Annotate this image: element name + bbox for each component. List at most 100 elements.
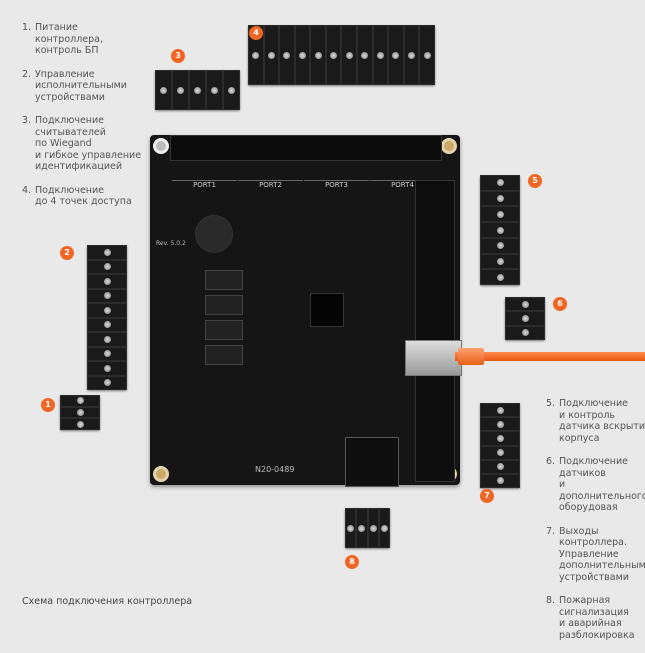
- terminal: [87, 303, 127, 318]
- terminal: [505, 311, 545, 326]
- screw-icon: [347, 524, 355, 532]
- legend-text: Выходы контроллера. Управление дополните…: [559, 525, 645, 583]
- terminal: [480, 473, 520, 489]
- screw-icon: [267, 51, 275, 59]
- relay: [205, 295, 243, 315]
- legend-text: Подключение датчиков и дополнительного о…: [559, 456, 645, 513]
- terminal: [480, 222, 520, 238]
- mount-hole: [153, 466, 169, 482]
- terminal: [505, 325, 545, 340]
- legend-text: Пожарная сигнализация и аварийная разбло…: [559, 595, 635, 641]
- terminal: [87, 274, 127, 289]
- screw-icon: [76, 397, 84, 405]
- legend-number: 4.: [22, 184, 32, 196]
- screw-icon: [496, 477, 504, 485]
- legend-right: 5.Подключение и контроль датчика вскрыти…: [546, 398, 645, 653]
- header-connectors: [170, 135, 442, 161]
- badge-7: 7: [480, 489, 494, 503]
- terminal: [189, 70, 206, 110]
- port-label: PORT1: [172, 180, 237, 189]
- screw-icon: [521, 329, 529, 337]
- screw-icon: [76, 420, 84, 428]
- screw-icon: [496, 179, 504, 187]
- legend-number: 6.: [546, 456, 556, 467]
- ethernet-cable: [455, 352, 645, 361]
- port-label: PORT2: [238, 180, 303, 189]
- connector-5: [480, 175, 520, 286]
- screw-icon: [103, 248, 111, 256]
- screw-icon: [496, 449, 504, 457]
- terminal: [206, 70, 223, 110]
- terminal: [357, 25, 373, 85]
- caption: Схема подключения контроллера: [22, 596, 193, 607]
- screw-icon: [103, 350, 111, 358]
- badge-2: 2: [60, 246, 74, 260]
- legend-left: 1.Питание контроллера, контроль БП 2.Упра…: [22, 22, 141, 220]
- screw-icon: [252, 51, 260, 59]
- terminal: [279, 25, 295, 85]
- relay: [205, 345, 243, 365]
- legend-number: 5.: [546, 398, 556, 409]
- legend-item: 1.Питание контроллера, контроль БП: [22, 22, 141, 57]
- rj45-plug: [458, 348, 484, 365]
- screw-icon: [496, 226, 504, 234]
- terminal: [325, 25, 342, 85]
- terminal: [87, 317, 127, 332]
- screw-icon: [103, 263, 111, 271]
- terminal: [248, 25, 264, 85]
- terminal: [356, 508, 368, 548]
- terminal: [480, 253, 520, 270]
- terminal: [480, 417, 520, 432]
- screw-icon: [194, 86, 201, 94]
- terminal: [87, 361, 127, 376]
- screw-icon: [103, 321, 111, 329]
- terminal: [60, 406, 100, 419]
- terminal: [480, 403, 520, 418]
- ethernet-port[interactable]: [405, 340, 462, 376]
- terminal: [372, 25, 389, 85]
- connector-7: [480, 403, 520, 489]
- terminal: [419, 25, 435, 85]
- legend-item: 7.Выходы контроллера. Управление дополни…: [546, 526, 645, 584]
- terminal: [155, 70, 172, 110]
- terminal: [310, 25, 326, 85]
- port-label: PORT4: [370, 180, 435, 189]
- legend-text: Подключение считывателей по Wiegand и ги…: [35, 115, 142, 172]
- terminal: [388, 25, 404, 85]
- terminal: [480, 190, 520, 207]
- legend-item: 3.Подключение считывателей по Wiegand и …: [22, 115, 141, 173]
- screw-icon: [160, 86, 167, 94]
- badge-1: 1: [41, 398, 55, 412]
- terminal: [87, 245, 127, 260]
- terminal: [480, 269, 520, 286]
- terminal: [378, 508, 390, 548]
- connector-3: [155, 70, 240, 110]
- legend-item: 2.Управление исполнительными устройствам…: [22, 69, 141, 104]
- relay: [205, 270, 243, 290]
- terminal: [480, 237, 520, 254]
- terminal: [480, 445, 520, 460]
- screw-icon: [358, 524, 366, 532]
- screw-icon: [521, 300, 529, 308]
- badge-4: 4: [249, 26, 263, 40]
- connector-8: [345, 508, 390, 548]
- screw-icon: [103, 379, 111, 387]
- legend-number: 8.: [546, 595, 556, 606]
- terminal: [403, 25, 420, 85]
- serial-label: N20-0489: [255, 465, 295, 474]
- terminal: [480, 431, 520, 446]
- badge-3: 3: [171, 49, 185, 63]
- terminal: [60, 395, 100, 407]
- relay: [205, 320, 243, 340]
- screw-icon: [496, 463, 504, 471]
- connector-6: [505, 297, 545, 340]
- terminal: [60, 418, 100, 431]
- terminal: [345, 508, 357, 548]
- terminal: [223, 70, 240, 110]
- legend-number: 7.: [546, 525, 556, 537]
- terminal: [367, 508, 379, 548]
- microcontroller: [310, 293, 344, 327]
- screw-icon: [103, 364, 111, 372]
- terminal: [480, 175, 520, 191]
- legend-text: Подключение до 4 точек доступа: [35, 184, 132, 208]
